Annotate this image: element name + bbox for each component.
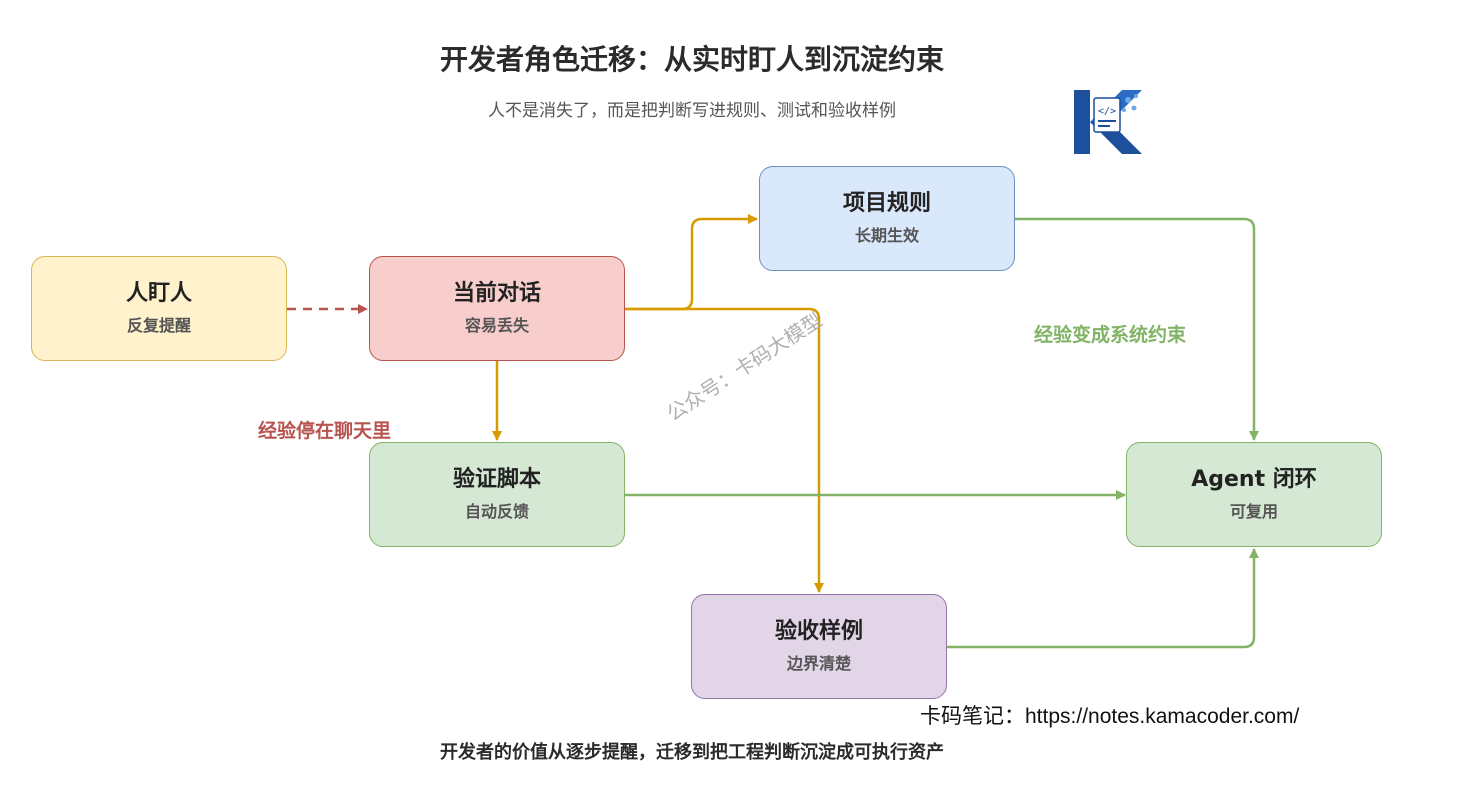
edge-rules-to-agent bbox=[1014, 217, 1259, 441]
node-title: 当前对话 bbox=[452, 280, 541, 306]
node-title: 项目规则 bbox=[842, 190, 931, 216]
node-subtitle: 容易丢失 bbox=[464, 315, 529, 335]
edge-examples-to-agent bbox=[946, 548, 1259, 649]
node-subtitle: 自动反馈 bbox=[464, 501, 529, 521]
node-title: 人盯人 bbox=[125, 280, 192, 306]
label-experience-stays-in-chat: 经验停在聊天里 bbox=[258, 420, 392, 442]
diagram-title: 开发者角色迁移：从实时盯人到沉淀约束 bbox=[439, 43, 944, 76]
kamacoder-logo: </> bbox=[1074, 90, 1142, 154]
node-acceptance-examples: 验收样例 边界清楚 bbox=[691, 594, 947, 699]
svg-text:</>: </> bbox=[1098, 106, 1116, 117]
node-verify-script: 验证脚本 自动反馈 bbox=[369, 442, 625, 547]
diagram-subtitle: 人不是消失了，而是把判断写进规则、测试和验收样例 bbox=[488, 101, 896, 121]
edge-chat-to-examples bbox=[624, 307, 824, 593]
node-subtitle: 长期生效 bbox=[854, 225, 919, 245]
node-current-chat: 当前对话 容易丢失 bbox=[369, 256, 625, 361]
node-project-rules: 项目规则 长期生效 bbox=[759, 166, 1015, 271]
node-title: 验收样例 bbox=[774, 618, 863, 644]
node-subtitle: 可复用 bbox=[1229, 501, 1278, 521]
node-subtitle: 边界清楚 bbox=[786, 653, 851, 673]
node-title: Agent 闭环 bbox=[1191, 466, 1317, 492]
notes-url: 卡码笔记：https://notes.kamacoder.com/ bbox=[920, 705, 1300, 728]
node-title: 验证脚本 bbox=[452, 466, 541, 492]
node-agent-loop: Agent 闭环 可复用 bbox=[1126, 442, 1382, 547]
diagram-footer: 开发者的价值从逐步提醒，迁移到把工程判断沉淀成可执行资产 bbox=[440, 742, 944, 763]
edge-chat-to-rules bbox=[624, 214, 758, 311]
node-subtitle: 反复提醒 bbox=[126, 315, 191, 335]
node-human-watch: 人盯人 反复提醒 bbox=[31, 256, 287, 361]
label-experience-becomes-constraint: 经验变成系统约束 bbox=[1034, 324, 1187, 346]
